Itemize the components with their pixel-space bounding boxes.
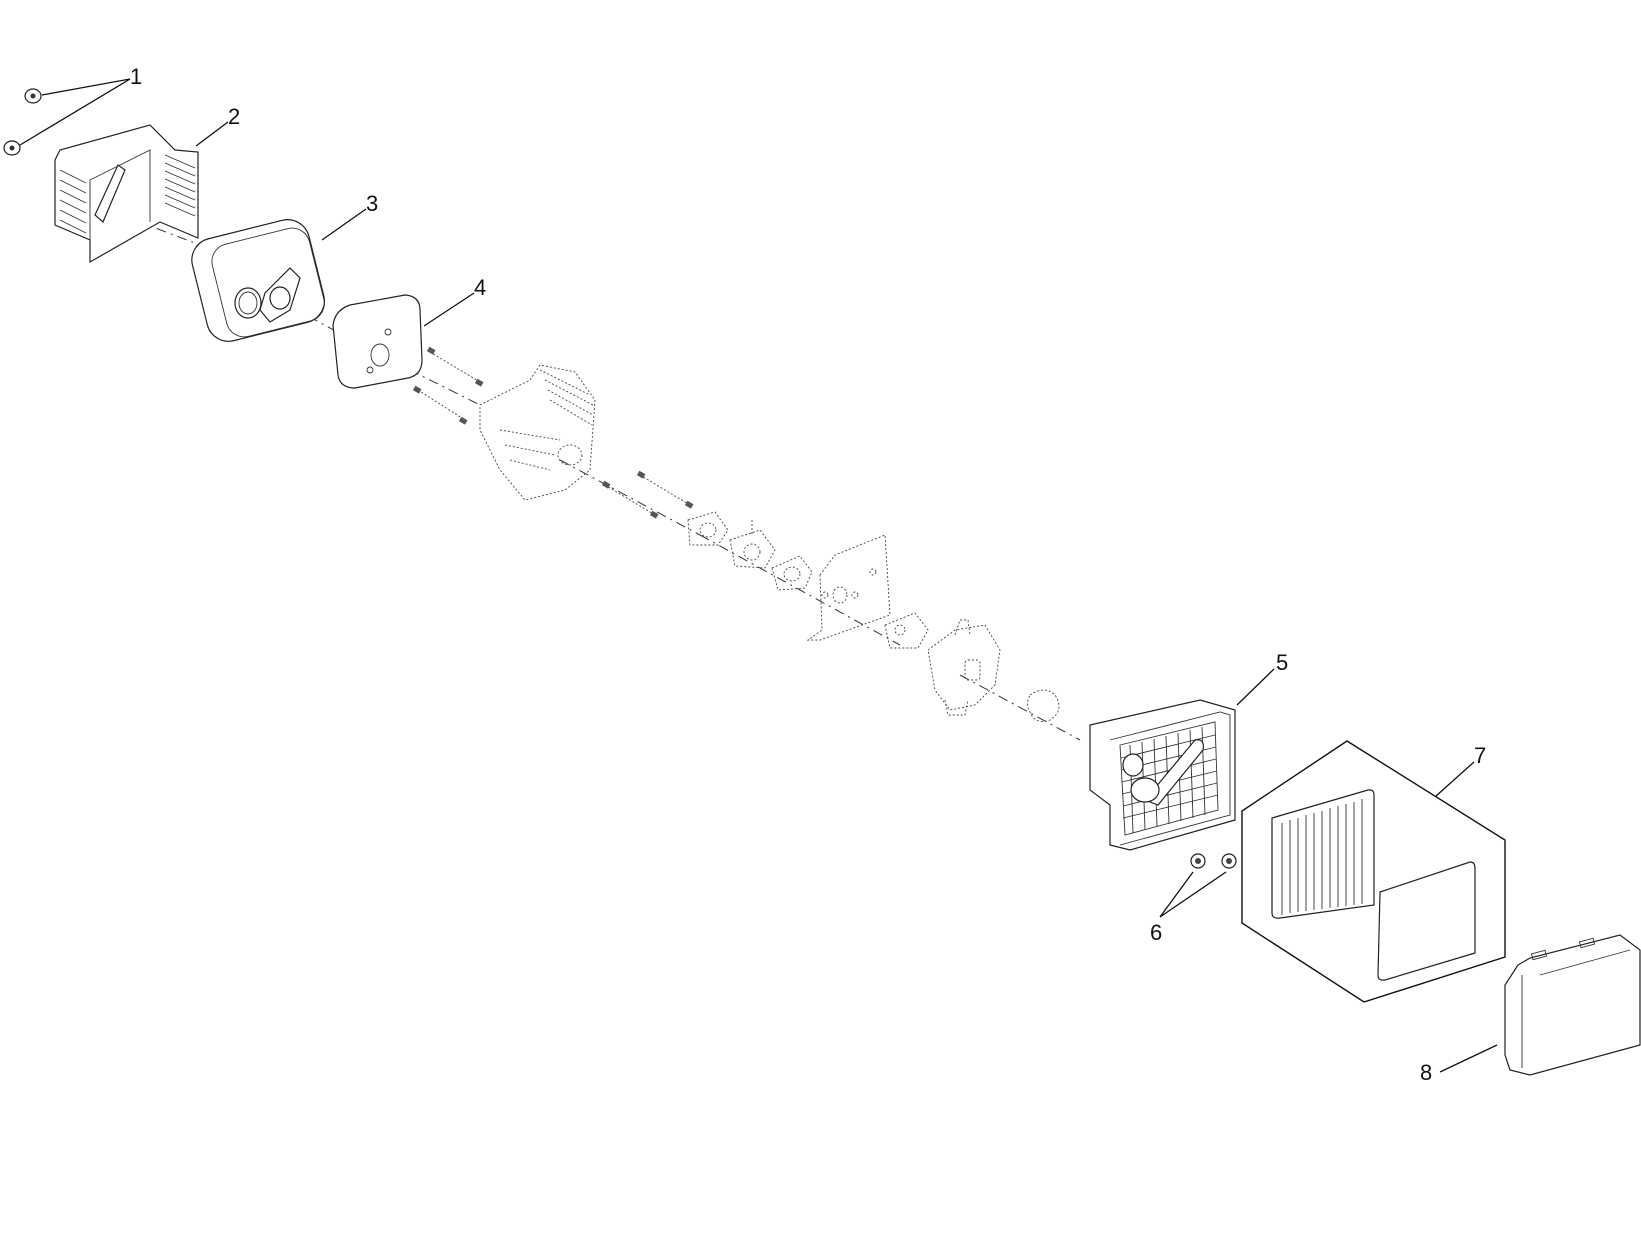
part-1-nuts[interactable]: [3, 88, 42, 156]
intake-gasket: [687, 511, 729, 546]
part-6-nuts[interactable]: [1190, 853, 1237, 869]
part-2-muffler-guard[interactable]: [54, 124, 199, 264]
heat-shield-plate: [806, 534, 891, 641]
cylinder-head: [479, 364, 596, 501]
callout-5: 5: [1276, 650, 1288, 675]
callout-labels: 1 2 3 4 5 6 7 8: [130, 64, 1486, 1085]
callout-8: 8: [1420, 1060, 1432, 1085]
callout-3: 3: [366, 191, 378, 216]
part-8-air-cleaner-cover[interactable]: [1504, 934, 1641, 1076]
carburetor-gasket: [771, 555, 813, 591]
part-4-muffler-gasket[interactable]: [332, 294, 423, 389]
part-7-air-filter-kit[interactable]: [1241, 740, 1506, 1003]
gasket: [884, 612, 929, 649]
callout-4: 4: [474, 275, 486, 300]
intake-spacer: [729, 520, 776, 569]
callout-6: 6: [1150, 920, 1162, 945]
carburetor: [927, 619, 1001, 716]
leader-lines: [19, 78, 1498, 1073]
part-3-muffler[interactable]: [187, 215, 329, 346]
callout-7: 7: [1474, 743, 1486, 768]
part-5-air-cleaner-base[interactable]: [1089, 699, 1236, 851]
callout-1: 1: [130, 64, 142, 89]
callout-2: 2: [228, 104, 240, 129]
studs: [412, 346, 694, 519]
o-ring-gasket: [1027, 689, 1060, 722]
